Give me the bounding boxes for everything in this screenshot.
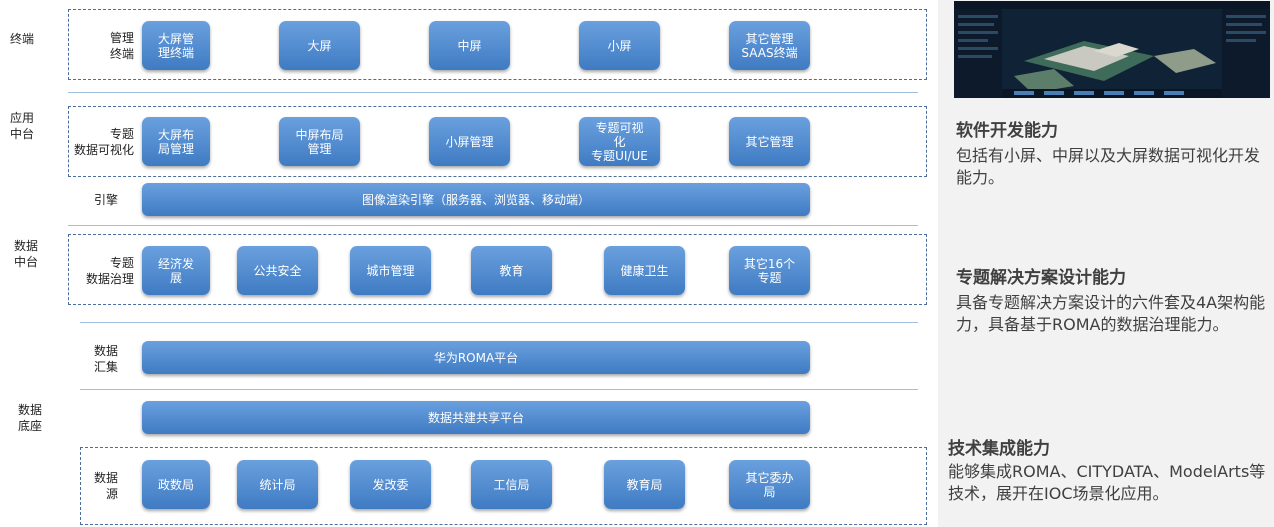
visual-item-small-mgmt[interactable]: 小屏管理	[429, 117, 510, 166]
visual-item-large-layout[interactable]: 大屏布 局管理	[142, 117, 210, 166]
side-label-terminal: 终端	[10, 32, 35, 46]
caption-software-body: 包括有小屏、中屏以及大屏数据可视化开发能力。	[956, 146, 1261, 187]
caption-solution-title: 专题解决方案设计能力	[956, 268, 1126, 288]
render-engine-bar[interactable]: 图像渲染引擎（服务器、浏览器、移动端）	[142, 183, 810, 216]
governance-item-education[interactable]: 教育	[471, 246, 552, 295]
governance-item-urban-mgmt[interactable]: 城市管理	[350, 246, 431, 295]
governance-item-other16[interactable]: 其它16个 专题	[729, 246, 810, 295]
roma-platform-bar[interactable]: 华为ROMA平台	[142, 341, 810, 374]
governance-item-health[interactable]: 健康卫生	[604, 246, 685, 295]
terminal-item-mid-screen[interactable]: 中屏	[429, 21, 510, 70]
visual-item-topic-ui[interactable]: 专题可视 化 专题UI/UE	[579, 117, 660, 166]
data-share-platform-bar[interactable]: 数据共建共享平台	[142, 401, 810, 434]
source-item-development[interactable]: 发改委	[350, 460, 431, 509]
source-item-gov-data[interactable]: 政数局	[142, 460, 210, 509]
side-label-data-center: 数据 中台	[14, 239, 39, 269]
visual-row-label: 专题 数据可视化	[73, 127, 134, 157]
source-item-industry[interactable]: 工信局	[471, 460, 552, 509]
visual-item-mid-layout[interactable]: 中屏布局 管理	[279, 117, 360, 166]
divider-3	[80, 322, 918, 323]
divider-4	[80, 389, 918, 390]
terminal-item-large-mgmt[interactable]: 大屏管 理终端	[142, 21, 210, 70]
source-item-education[interactable]: 教育局	[604, 460, 685, 509]
terminal-item-large-screen[interactable]: 大屏	[279, 21, 360, 70]
terminal-item-small-screen[interactable]: 小屏	[579, 21, 660, 70]
side-label-data-base: 数据 底座	[18, 403, 43, 433]
engine-row-label: 引擎	[93, 193, 118, 207]
source-item-other-bureaus[interactable]: 其它委办 局	[729, 460, 810, 509]
caption-integration-title: 技术集成能力	[948, 439, 1050, 459]
side-label-app-center: 应用 中台	[10, 111, 35, 141]
divider-2	[68, 225, 918, 226]
collect-row-label: 数据 汇集	[93, 344, 118, 374]
source-group-box	[80, 447, 927, 525]
terminal-item-saas[interactable]: 其它管理 SAAS终端	[729, 21, 810, 70]
visual-group-box	[68, 106, 927, 177]
caption-integration-body: 能够集成ROMA、CITYDATA、ModelArts等技术，展开在IOC场景化…	[948, 462, 1266, 503]
divider-1	[68, 92, 918, 93]
governance-item-economy[interactable]: 经济发 展	[142, 246, 210, 295]
terminal-row-label: 管理 终端	[109, 31, 134, 61]
city-3d-illustration	[954, 1, 1270, 98]
governance-row-label: 专题 数据治理	[85, 256, 134, 286]
governance-item-public-safety[interactable]: 公共安全	[237, 246, 318, 295]
governance-group-box	[68, 234, 927, 305]
caption-solution-body: 具备专题解决方案设计的六件套及4A架构能力，具备基于ROMA的数据治理能力。	[956, 293, 1266, 334]
source-row-label: 数据 源	[93, 471, 118, 501]
visual-item-other[interactable]: 其它管理	[729, 117, 810, 166]
caption-software-title: 软件开发能力	[956, 121, 1058, 141]
dashboard-screenshot-thumbnail	[954, 1, 1270, 98]
terminal-group-box	[68, 9, 927, 80]
source-item-statistics[interactable]: 统计局	[237, 460, 318, 509]
